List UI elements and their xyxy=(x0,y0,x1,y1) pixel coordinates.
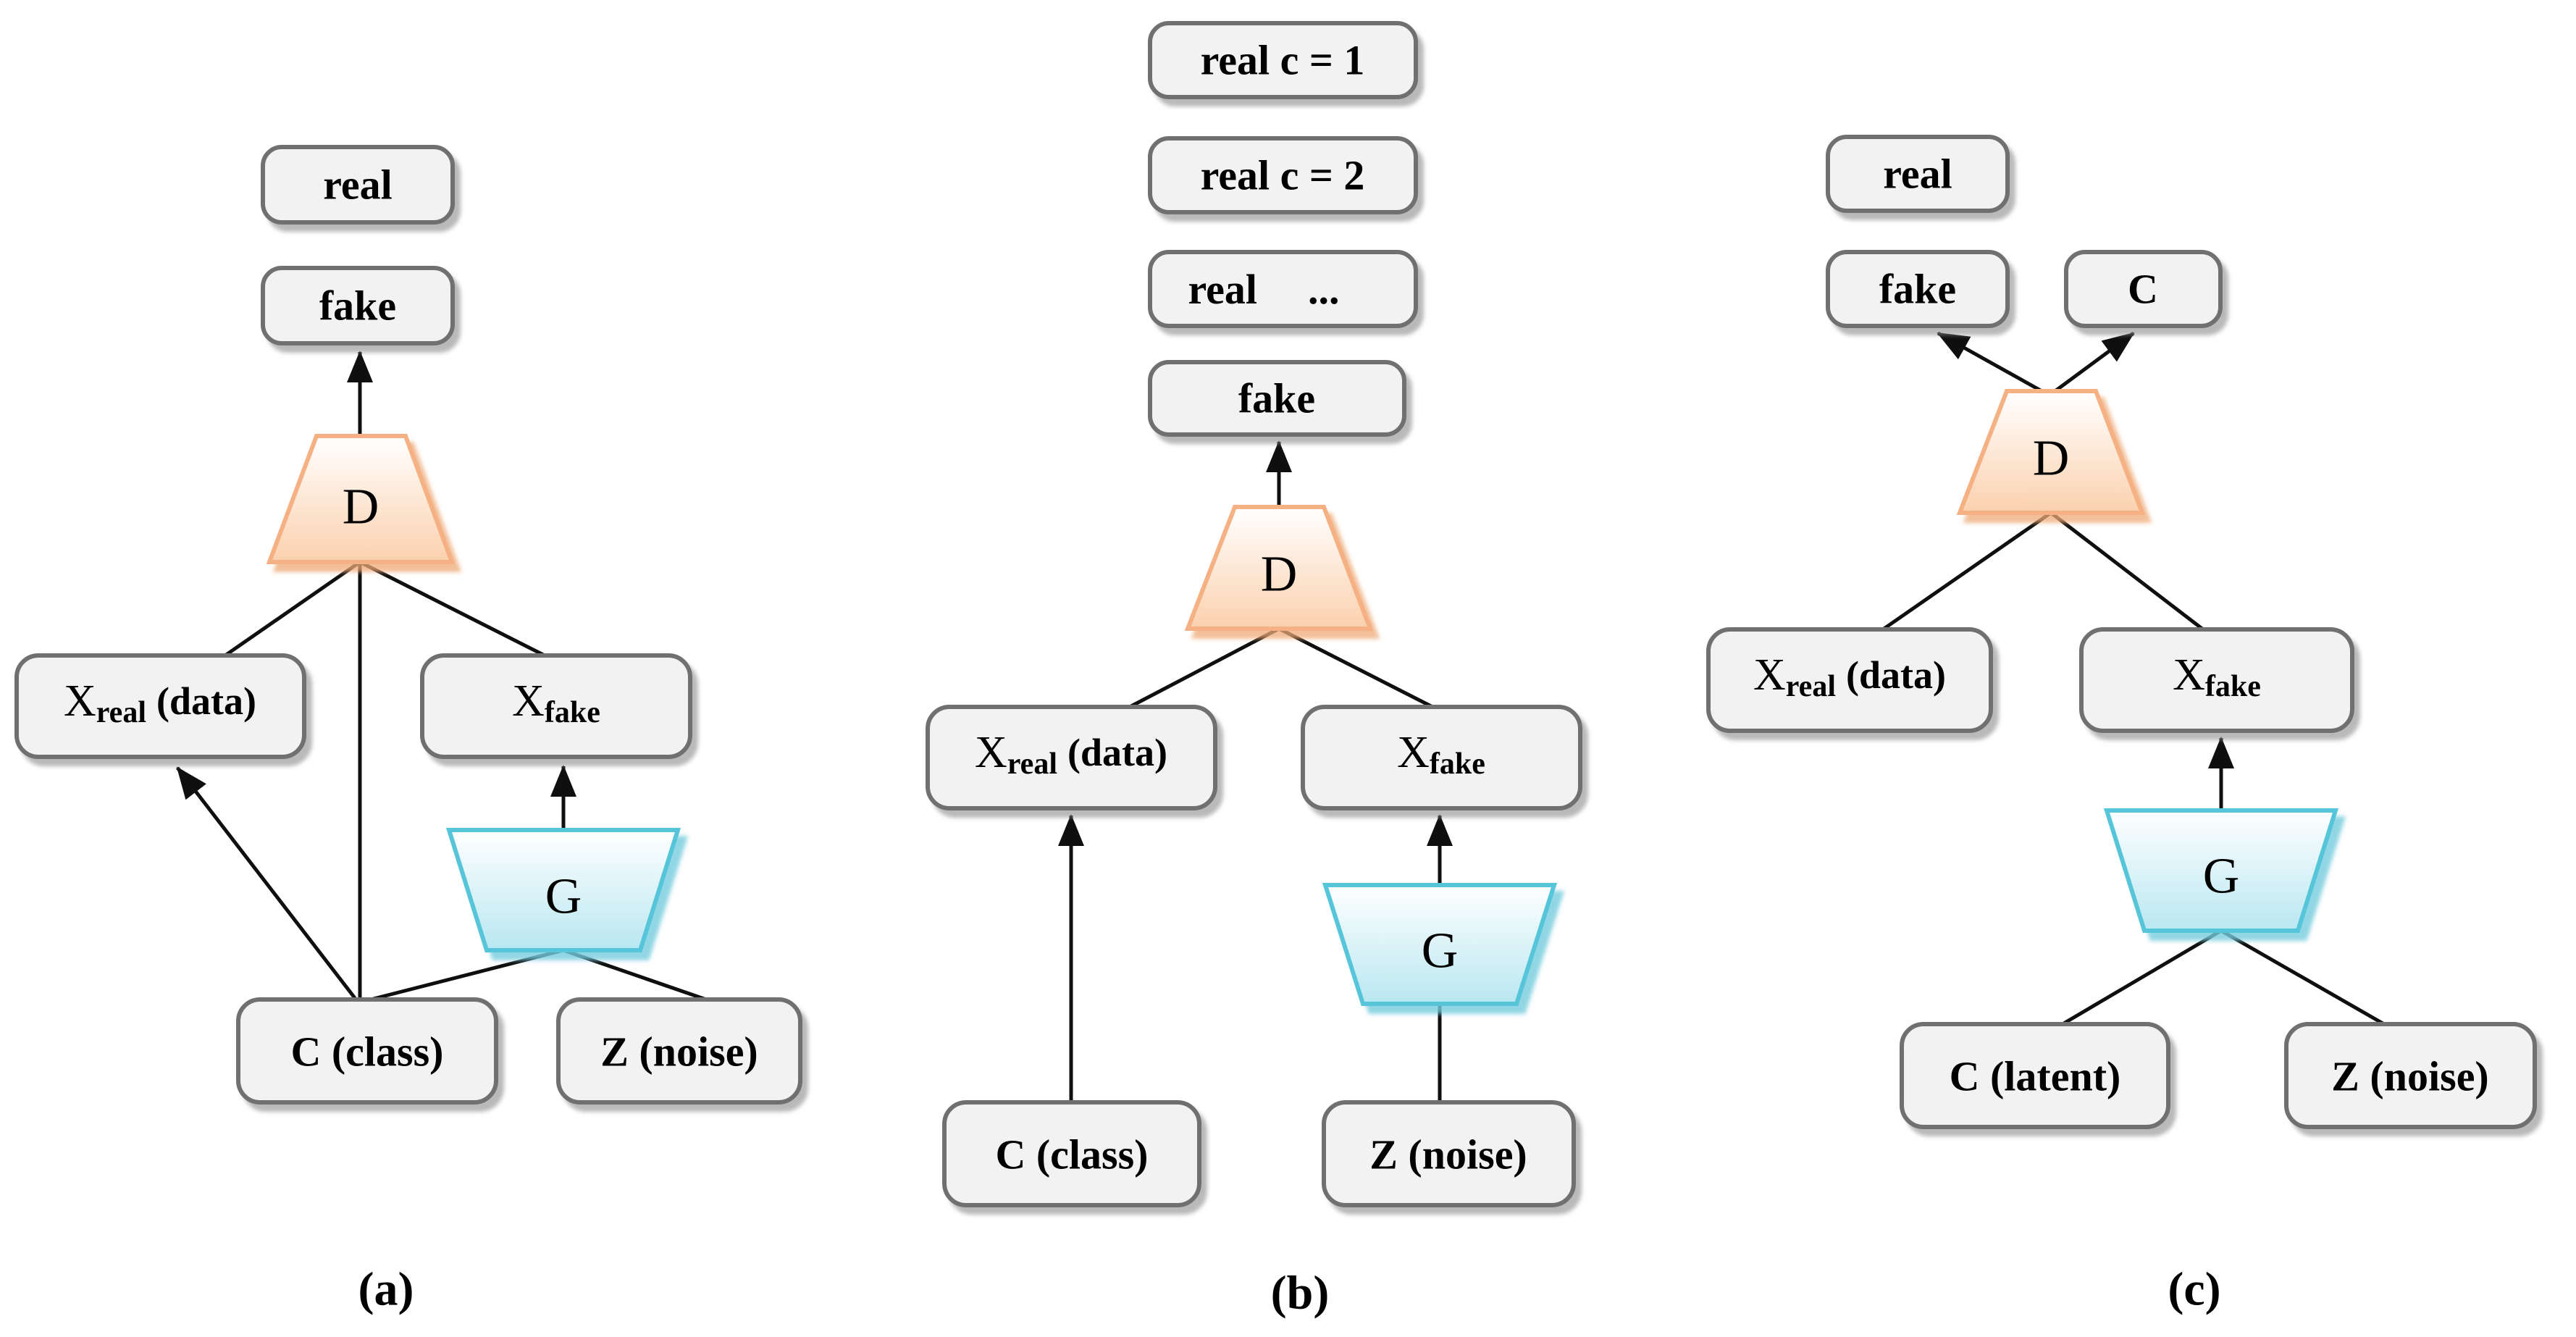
line-a-d-to-xfake xyxy=(358,560,549,659)
label-b-output-real-etc: real... xyxy=(1188,266,1339,313)
label-b-input-c: C (class) xyxy=(995,1131,1148,1178)
label-c-input-c: C (latent) xyxy=(1950,1053,2121,1100)
box-a-xreal xyxy=(14,653,306,759)
line-a-g-to-z xyxy=(563,948,707,1002)
box-c-input-c xyxy=(1900,1022,2170,1129)
label-b-xfake-base: X xyxy=(1397,728,1430,777)
line-b-d-to-xfake xyxy=(1277,626,1434,709)
box-b-output-fake xyxy=(1148,360,1406,437)
box-b-output-real-c1 xyxy=(1148,21,1418,99)
label-a-xfake-sub: fake xyxy=(545,696,600,729)
line-c-g-to-z xyxy=(2220,929,2386,1026)
box-c-output-real xyxy=(1826,135,2010,213)
label-a-generator: G xyxy=(545,869,582,925)
line-b-d-to-xreal xyxy=(1128,626,1280,709)
label-b-xreal-suffix: (data) xyxy=(1067,731,1167,774)
panel-b: real c = 1 real c = 2 real... fake D Xre… xyxy=(926,21,1582,1320)
label-c-output-real: real xyxy=(1883,151,1952,198)
label-b-output-real-etc-word: real xyxy=(1188,266,1257,313)
box-b-input-c xyxy=(942,1100,1201,1207)
label-c-xreal-suffix: (data) xyxy=(1846,653,1946,697)
box-c-output-fake xyxy=(1826,250,2010,328)
label-a-output-fake: fake xyxy=(319,282,396,330)
label-c-input-z: Z (noise) xyxy=(2331,1053,2489,1100)
line-c-d-to-xreal xyxy=(1881,511,2052,632)
caption-a: (a) xyxy=(358,1263,414,1316)
box-c-xfake xyxy=(2079,627,2354,733)
label-c-xreal-sub: real xyxy=(1786,670,1836,703)
box-b-xreal xyxy=(926,705,1217,810)
label-a-xreal-sub: real xyxy=(96,696,146,729)
panel-c: real fake C D Xreal (data) Xfake G C (lat… xyxy=(1706,135,2537,1316)
label-b-output-real-c2: real c = 2 xyxy=(1201,152,1365,199)
generator-trapezoid-a xyxy=(445,828,681,952)
generator-trapezoid-b xyxy=(1322,883,1558,1006)
label-c-xfake: Xfake xyxy=(2173,650,2261,703)
label-a-xfake: Xfake xyxy=(512,676,600,729)
discriminator-trapezoid-a xyxy=(266,434,456,564)
label-b-xfake-sub: fake xyxy=(1430,747,1485,781)
box-b-output-real-c2 xyxy=(1148,136,1418,214)
label-a-input-z: Z (noise) xyxy=(600,1028,758,1076)
box-b-input-z xyxy=(1322,1100,1576,1207)
label-a-xreal: Xreal (data) xyxy=(64,676,256,729)
box-a-input-c xyxy=(236,997,498,1105)
label-b-generator: G xyxy=(1422,923,1459,979)
box-c-input-z xyxy=(2284,1022,2537,1129)
label-b-output-real-etc-dots: ... xyxy=(1308,266,1340,313)
label-c-xfake-base: X xyxy=(2173,650,2205,700)
box-c-output-c xyxy=(2064,250,2223,328)
label-a-xreal-base: X xyxy=(64,676,96,726)
label-b-input-z: Z (noise) xyxy=(1369,1131,1527,1178)
label-c-discriminator: D xyxy=(2033,431,2070,487)
label-b-discriminator: D xyxy=(1261,547,1298,603)
box-b-xfake xyxy=(1301,705,1582,810)
box-a-xfake xyxy=(420,653,692,759)
caption-b: (b) xyxy=(1271,1267,1330,1320)
line-a-g-to-c xyxy=(370,948,564,1002)
box-a-input-z xyxy=(556,997,802,1105)
box-b-output-real-etc xyxy=(1148,250,1418,328)
panel-a: real fake D Xreal (data) Xfake G C (class… xyxy=(14,145,802,1316)
generator-trapezoid-c xyxy=(2103,808,2339,933)
label-c-output-c: C xyxy=(2128,266,2158,313)
label-a-discriminator: D xyxy=(343,479,379,535)
label-a-xreal-suffix: (data) xyxy=(156,679,256,723)
label-b-xreal: Xreal (data) xyxy=(975,728,1167,781)
discriminator-trapezoid-c xyxy=(1956,389,2146,515)
box-a-output-real xyxy=(261,145,455,225)
label-c-output-fake: fake xyxy=(1879,266,1956,313)
label-b-xreal-base: X xyxy=(975,728,1007,777)
label-b-output-fake: fake xyxy=(1238,375,1315,422)
label-b-xreal-sub: real xyxy=(1007,747,1057,781)
discriminator-trapezoid-b xyxy=(1184,505,1374,631)
line-c-d-to-xfake xyxy=(2050,511,2204,631)
label-c-xreal-base: X xyxy=(1753,650,1786,700)
box-c-xreal xyxy=(1706,627,1993,733)
box-a-output-fake xyxy=(261,266,455,345)
label-c-xfake-sub: fake xyxy=(2205,670,2261,703)
caption-c: (c) xyxy=(2168,1263,2220,1316)
label-b-xfake: Xfake xyxy=(1397,728,1485,781)
label-a-output-real: real xyxy=(323,162,393,209)
label-c-xreal: Xreal (data) xyxy=(1753,650,1946,703)
label-b-output-real-c1: real c = 1 xyxy=(1201,37,1365,84)
arrow-a-c-to-xreal xyxy=(176,766,356,999)
line-c-g-to-c-input xyxy=(2061,929,2223,1026)
label-a-input-c: C (class) xyxy=(290,1028,443,1076)
label-c-generator: G xyxy=(2203,849,2240,905)
label-a-xfake-base: X xyxy=(512,676,545,726)
line-a-d-to-xreal xyxy=(222,560,361,659)
